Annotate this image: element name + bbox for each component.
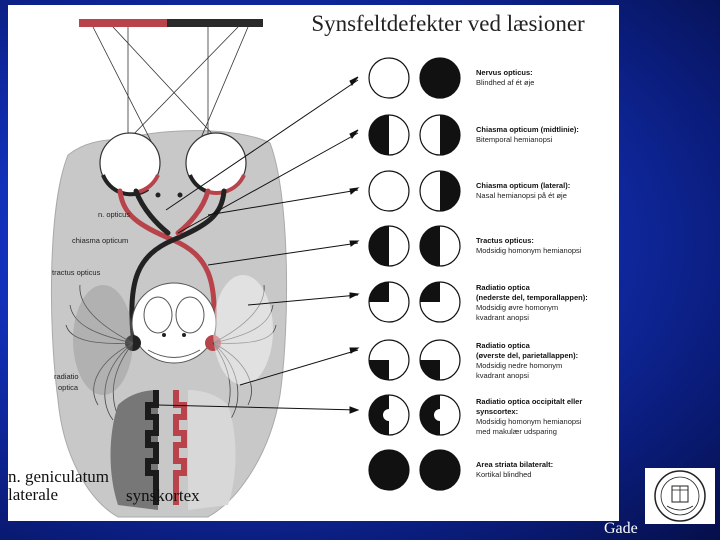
row-1-sub: Blindhed af ét øje: [476, 78, 534, 87]
defect-row-7: [368, 394, 461, 436]
visual-field-bar-right: [167, 19, 263, 27]
optic-radiation-left: [65, 284, 134, 431]
university-seal-icon: [645, 468, 715, 524]
row-6-sub-2: kvadrant anopsi: [476, 371, 529, 380]
row-text-3: Chiasma opticum (lateral): Nasal hemiano…: [476, 181, 570, 200]
defect-row-2: [368, 114, 461, 156]
optic-radiation-right: [212, 284, 277, 431]
label-geniculatum-line2: laterale: [8, 485, 59, 504]
midbrain: [131, 282, 217, 364]
row-1-title: Nervus opticus:: [476, 68, 533, 77]
row-2-title: Chiasma opticum (midtlinie):: [476, 125, 579, 134]
row-text-4: Tractus opticus: Modsidig homonym hemian…: [476, 236, 582, 255]
label-radiatio: radiatio: [54, 372, 79, 381]
row-7-title2: synscortex:: [476, 407, 518, 416]
defect-row-5: [368, 281, 461, 323]
calcarine-right: [173, 390, 187, 505]
right-retina-red: [205, 174, 246, 195]
row-8-title: Area striata bilateralt:: [476, 460, 553, 469]
slide-canvas: n. opticus chiasma opticum tractus optic…: [8, 5, 619, 521]
row-6-title: Radiatio optica: [476, 341, 531, 350]
row-text-1: Nervus opticus: Blindhed af ét øje: [476, 68, 534, 87]
defect-row-6: [368, 339, 461, 381]
row-5-sub-1: Modsidig øvre homonym: [476, 303, 558, 312]
label-tractus-opticus: tractus opticus: [52, 268, 101, 277]
row-3-title: Chiasma opticum (lateral):: [476, 181, 570, 190]
label-geniculatum-line1: n. geniculatum: [8, 467, 110, 486]
defect-row-1: [368, 57, 461, 99]
label-n-opticus: n. opticus: [98, 210, 130, 219]
row-7-sub-2: med makulær udsparing: [476, 427, 557, 436]
row-text-7: Radiatio optica occipitalt eller synscor…: [476, 397, 582, 436]
row-4-title: Tractus opticus:: [476, 236, 534, 245]
chiasm-dot-right: [177, 192, 183, 198]
label-chiasma-opticum: chiasma opticum: [72, 236, 128, 245]
row-6-sub-1: Modsidig nedre homonym: [476, 361, 562, 370]
row-text-2: Chiasma opticum (midtlinie): Bitemporal …: [476, 125, 579, 144]
label-optica: optica: [58, 383, 79, 392]
visual-pathway-figure: n. opticus chiasma opticum tractus optic…: [50, 19, 588, 518]
row-7-title: Radiatio optica occipitalt eller: [476, 397, 582, 406]
radiation-shade-left: [73, 285, 133, 395]
row-5-title: Radiatio optica: [476, 283, 531, 292]
row-text-6: Radiatio optica (øverste del, parietalla…: [476, 341, 578, 380]
radiation-shade-right: [213, 275, 273, 385]
slide-title: Synsfeltdefekter ved læsioner: [311, 11, 585, 36]
row-7-sub-1: Modsidig homonym hemianopsi: [476, 417, 582, 426]
defect-row-4: [368, 225, 461, 267]
row-6-title2: (øverste del, parietallappen):: [476, 351, 578, 360]
row-text-8: Area striata bilateralt: Kortikal blindh…: [476, 460, 553, 479]
chiasm-dot-left: [155, 192, 161, 198]
label-synskortex: synskortex: [126, 486, 200, 505]
visual-field-bar-left: [79, 19, 167, 27]
defect-row-3: [368, 170, 461, 212]
lesion-arrows: [157, 76, 360, 414]
light-rays: [92, 26, 249, 146]
row-4-sub: Modsidig homonym hemianopsi: [476, 246, 582, 255]
defect-row-8: [368, 449, 461, 491]
label-geniculatum: n. geniculatum laterale: [8, 468, 109, 504]
occipital-cortex-right: [188, 390, 236, 510]
row-5-sub-2: kvadrant anopsi: [476, 313, 529, 322]
row-2-sub: Bitemporal hemianopsi: [476, 135, 553, 144]
row-8-sub: Kortikal blindhed: [476, 470, 531, 479]
row-5-title2: (nederste del, temporallappen):: [476, 293, 588, 302]
footer-author: Gade: [604, 520, 638, 537]
left-retina-red: [137, 174, 160, 194]
row-3-sub: Nasal hemianopsi på ét øje: [476, 191, 567, 200]
right-retina: [188, 174, 207, 193]
calcarine-left: [145, 390, 159, 505]
row-text-5: Radiatio optica (nederste del, temporall…: [476, 283, 588, 322]
